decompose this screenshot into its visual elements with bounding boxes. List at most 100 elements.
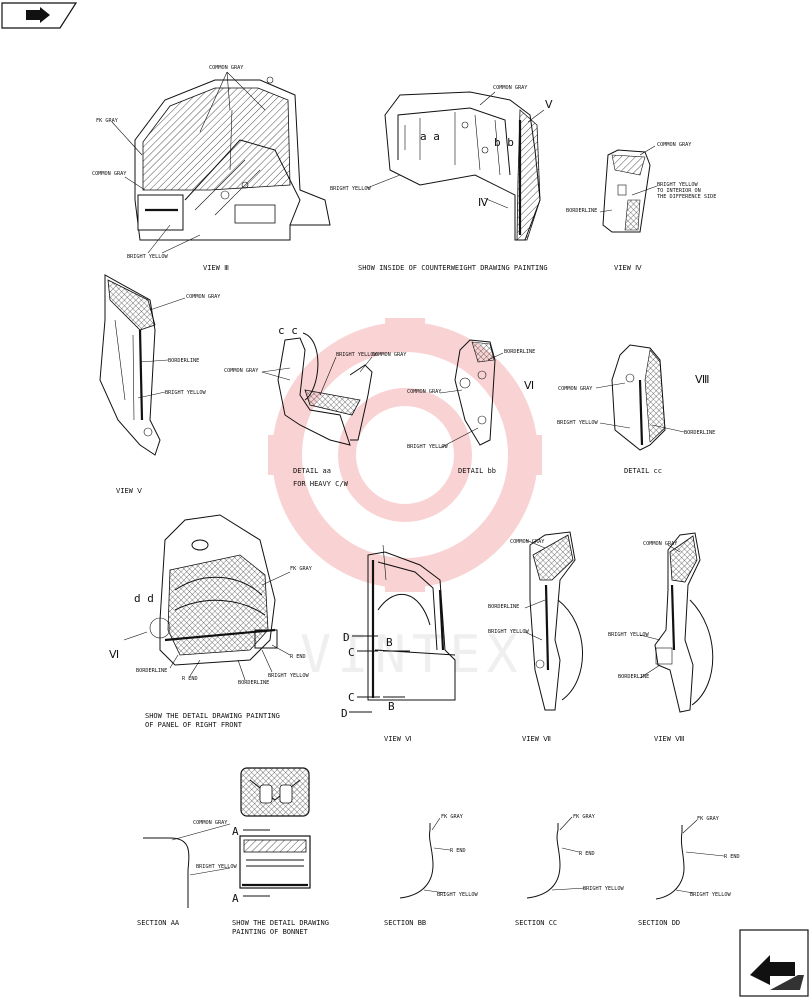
label-bright-yellow: BRIGHT YELLOW [583,886,624,892]
marker-a: A [232,825,239,838]
caption-detail-bb: DETAIL bb [458,467,496,475]
label-common-gray: COMMON GRAY [193,820,228,826]
marker-b: B [388,700,395,713]
counterweight-inside-drawing [366,91,545,241]
section-cc-drawing [526,816,586,899]
marker-v: Ⅴ [545,98,553,111]
label-borderline: BORDERLINE [488,604,519,610]
label-r-end: R END [450,848,466,854]
label-fk-gray: FK GRAY [697,816,720,822]
section-aa-drawing [143,823,231,908]
label-common-gray: COMMON GRAY [224,368,259,374]
label-bright-yellow: BRIGHT YELLOW [437,892,478,898]
label-fk-gray: FK GRAY [573,814,596,820]
label-borderline: BORDERLINE [136,668,167,674]
label-common-gray: COMMON GRAY [372,352,407,358]
caption-view-vi: VIEW Ⅵ [384,735,412,743]
marker-c: C [348,646,355,659]
marker-aa: a a [420,130,440,143]
label-borderline: BORDERLINE [618,674,649,680]
label-common-gray: COMMON GRAY [510,539,545,545]
nav-arrow-icon[interactable] [739,929,809,997]
caption-detail-cc: DETAIL cc [624,467,662,475]
caption-view-iv: VIEW Ⅳ [614,264,642,272]
caption-bonnet-1: SHOW THE DETAIL DRAWING [232,919,329,927]
marker-vi: Ⅵ [524,379,534,392]
label-common-gray: COMMON GRAY [186,294,221,300]
label-bright-yellow: BRIGHT YELLOW [165,390,206,396]
label-common-gray: COMMON GRAY [209,65,244,71]
watermark-text: VINTEX [300,625,524,685]
detail-aa-drawing [261,332,373,446]
view-iv-drawing [599,145,658,233]
marker-vi: Ⅵ [109,648,119,661]
label-bright-yellow: BRIGHT YELLOW [336,352,377,358]
view-vi-drawing [349,544,456,713]
marker-viii: Ⅷ [695,373,710,386]
label-borderline: BORDERLINE [168,358,199,364]
label-common-gray: COMMON GRAY [558,386,593,392]
view-viii-drawing [639,532,714,713]
section-dd-drawing [655,819,725,900]
view-vii-drawing [524,531,583,711]
marker-cc: c c [278,324,298,337]
caption-detail-aa: DETAIL aa [293,467,331,475]
label-r-end: R END [724,854,740,860]
label-bright-yellow: BRIGHT YELLOW [690,892,731,898]
label-common-gray: COMMON GRAY [92,171,127,177]
caption-panel-right-front-1: SHOW THE DETAIL DRAWING PAINTING [145,712,280,720]
detail-cc-drawing [595,344,685,451]
watermark-logo: VINTEX [268,318,542,685]
label-common-gray: COMMON GRAY [657,142,692,148]
bonnet-drawing [239,767,311,897]
caption-view-v: VIEW Ⅴ [116,487,142,495]
label-bright-yellow-interior-1: BRIGHT YELLOW [657,182,698,188]
label-common-gray: COMMON GRAY [407,389,442,395]
caption-inside-counterweight: SHOW INSIDE OF COUNTERWEIGHT DRAWING PAI… [358,264,548,272]
marker-c: C [348,691,355,704]
label-fk-gray: FK GRAY [96,118,119,124]
marker-dd: d d [134,592,154,605]
caption-section-cc: SECTION CC [515,919,557,927]
label-borderline: BORDERLINE [566,208,597,214]
marker-bb: b b [494,136,514,149]
label-r-end: R END [290,654,306,660]
label-bright-yellow: BRIGHT YELLOW [407,444,448,450]
label-borderline: BORDERLINE [684,430,715,436]
caption-view-viii: VIEW Ⅷ [654,735,684,743]
caption-section-bb: SECTION BB [384,919,426,927]
caption-section-aa: SECTION AA [137,919,180,927]
label-bright-yellow: BRIGHT YELLOW [330,186,371,192]
caption-view-iii: VIEW Ⅲ [203,264,229,272]
section-bb-drawing [399,817,451,899]
label-bright-yellow: BRIGHT YELLOW [557,420,598,426]
nav-arrow-icon[interactable] [1,2,78,29]
marker-d: D [343,631,350,644]
marker-iv: Ⅳ [478,196,489,209]
label-bright-yellow: BRIGHT YELLOW [268,673,309,679]
label-bright-yellow-interior-2: TO INTERIOR ON [657,188,701,194]
label-fk-gray: FK GRAY [290,566,313,572]
label-borderline: BORDERLINE [504,349,535,355]
label-bright-yellow: BRIGHT YELLOW [608,632,649,638]
marker-b: B [386,636,393,649]
view-v-drawing [99,274,186,456]
label-fk-gray: FK GRAY [441,814,464,820]
view-iii-drawing [111,71,331,254]
label-r-end: R END [579,851,595,857]
caption-view-vii: VIEW Ⅶ [522,735,551,743]
label-bright-yellow: BRIGHT YELLOW [127,254,168,260]
label-borderline: BORDERLINE [238,680,269,686]
marker-a: A [232,892,239,905]
label-bright-yellow-interior-3: THE DIFFERENCE SIDE [657,194,716,200]
label-common-gray: COMMON GRAY [643,541,678,547]
detail-bb-drawing [439,339,504,449]
caption-for-heavy: FOR HEAVY C/W [293,480,349,488]
caption-panel-right-front-2: OF PANEL OF RIGHT FRONT [145,721,243,729]
caption-section-dd: SECTION DD [638,919,680,927]
label-r-end: R END [182,676,198,682]
label-bright-yellow: BRIGHT YELLOW [488,629,529,635]
panel-right-front-drawing [123,514,291,681]
caption-bonnet-2: PAINTING OF BONNET [232,928,309,936]
label-common-gray: COMMON GRAY [493,85,528,91]
